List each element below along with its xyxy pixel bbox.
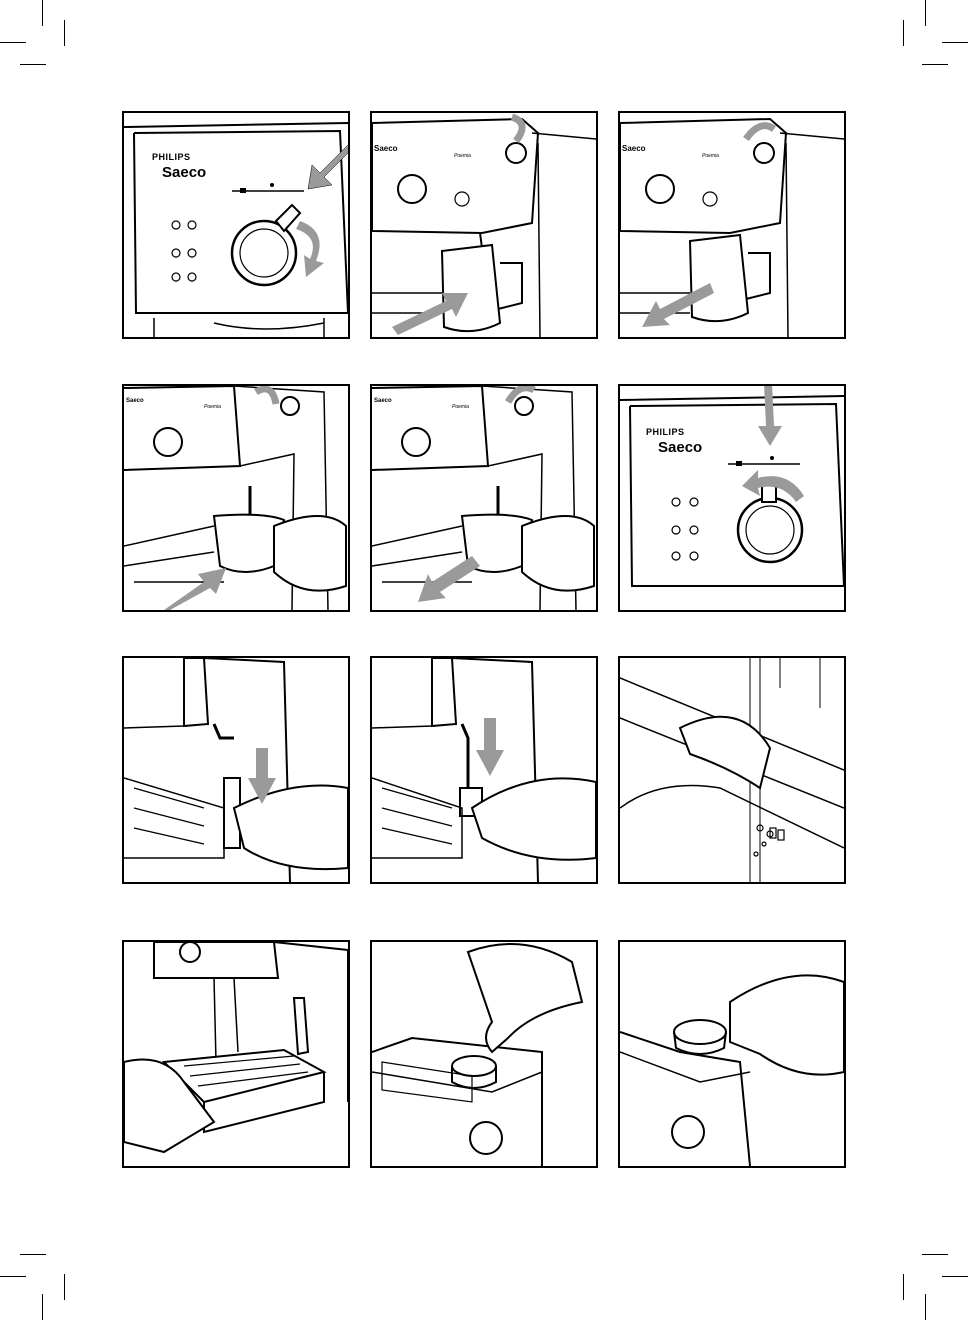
brand-saeco: Saeco bbox=[374, 398, 392, 404]
crop-mark bbox=[64, 20, 65, 46]
brand-saeco: Saeco bbox=[374, 144, 398, 153]
panel-4: Saeco Poemia bbox=[122, 384, 350, 612]
panel-8-illustration bbox=[372, 658, 596, 882]
crop-mark bbox=[20, 64, 46, 65]
brand-philips: PHILIPS bbox=[152, 152, 191, 162]
crop-mark bbox=[42, 1294, 43, 1320]
panel-8 bbox=[370, 656, 598, 884]
crop-mark bbox=[942, 42, 968, 43]
panel-3: Saeco Poemia bbox=[618, 111, 846, 339]
panel-2: Saeco Poemia bbox=[370, 111, 598, 339]
panel-5-illustration bbox=[372, 386, 595, 610]
crop-mark bbox=[0, 1276, 26, 1277]
brand-philips: PHILIPS bbox=[646, 427, 685, 437]
brand-saeco: Saeco bbox=[658, 439, 703, 456]
panel-3-illustration bbox=[620, 117, 844, 337]
panel-4-illustration bbox=[124, 386, 347, 610]
model-name: Poemia bbox=[702, 153, 719, 159]
panel-12-illustration bbox=[620, 974, 844, 1166]
panel-7-illustration bbox=[124, 658, 348, 882]
panel-9 bbox=[618, 656, 846, 884]
crop-mark bbox=[20, 1254, 46, 1255]
panel-6-illustration bbox=[620, 386, 844, 587]
crop-mark bbox=[0, 42, 26, 43]
brand-saeco: Saeco bbox=[126, 398, 144, 404]
panel-12 bbox=[618, 940, 846, 1168]
brand-saeco: Saeco bbox=[162, 164, 207, 181]
crop-mark bbox=[922, 1254, 948, 1255]
panel-6: PHILIPS Saeco bbox=[618, 384, 846, 612]
panel-10-illustration bbox=[124, 942, 348, 1154]
panel-7 bbox=[122, 656, 350, 884]
crop-mark bbox=[942, 1276, 968, 1277]
panel-1: PHILIPS Saeco bbox=[122, 111, 350, 339]
panel-5: Saeco Poemia bbox=[370, 384, 598, 612]
model-name: Poemia bbox=[452, 404, 469, 410]
crop-mark bbox=[925, 1294, 926, 1320]
panel-11-illustration bbox=[372, 943, 584, 1166]
crop-mark bbox=[42, 0, 43, 26]
panel-10 bbox=[122, 940, 350, 1168]
crop-mark bbox=[64, 1274, 65, 1300]
crop-mark bbox=[903, 20, 904, 46]
panel-9-illustration bbox=[620, 658, 844, 882]
model-name: Poemia bbox=[204, 404, 221, 410]
panel-1-illustration bbox=[124, 122, 348, 337]
model-name: Poemia bbox=[454, 153, 471, 159]
brand-saeco: Saeco bbox=[622, 144, 646, 153]
crop-mark bbox=[925, 0, 926, 26]
panel-2-illustration bbox=[372, 113, 596, 337]
crop-mark bbox=[922, 64, 948, 65]
crop-mark bbox=[903, 1274, 904, 1300]
panel-11 bbox=[370, 940, 598, 1168]
